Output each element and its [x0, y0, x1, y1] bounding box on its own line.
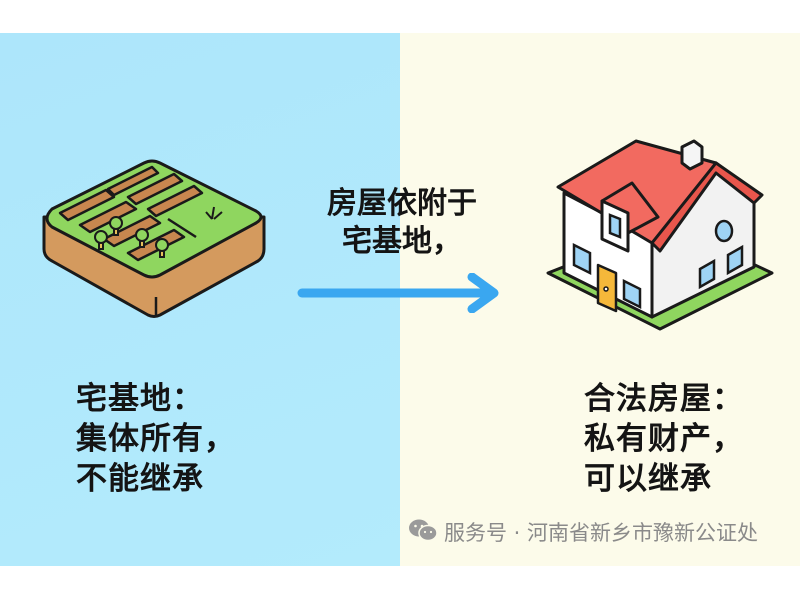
house-line-1: 私有财产， [584, 421, 744, 457]
homestead-line-1: 集体所有， [76, 421, 236, 457]
relationship-caption: 房屋依附于 宅基地， [302, 185, 502, 261]
house-text: 合法房屋： 私有财产， 可以继承 [584, 379, 744, 499]
diagram-band: 房屋依附于 宅基地， [0, 33, 800, 566]
land-plot-icon [36, 157, 266, 347]
caption-line-1: 房屋依附于 [327, 186, 477, 221]
homestead-line-2: 不能继承 [76, 461, 204, 497]
watermark-text: 服务号 · 河南省新乡市豫新公证处 [444, 521, 759, 545]
right-arrow-icon [296, 272, 506, 314]
house-icon [540, 133, 780, 333]
homestead-title: 宅基地： [76, 381, 204, 417]
house-line-2: 可以继承 [584, 461, 712, 497]
caption-line-2: 宅基地， [342, 224, 462, 259]
house-title: 合法房屋： [584, 381, 744, 417]
homestead-text: 宅基地： 集体所有， 不能继承 [76, 379, 236, 499]
left-panel-homestead [0, 33, 400, 566]
watermark: 服务号 · 河南省新乡市豫新公证处 [408, 517, 758, 547]
wechat-icon [408, 518, 438, 547]
